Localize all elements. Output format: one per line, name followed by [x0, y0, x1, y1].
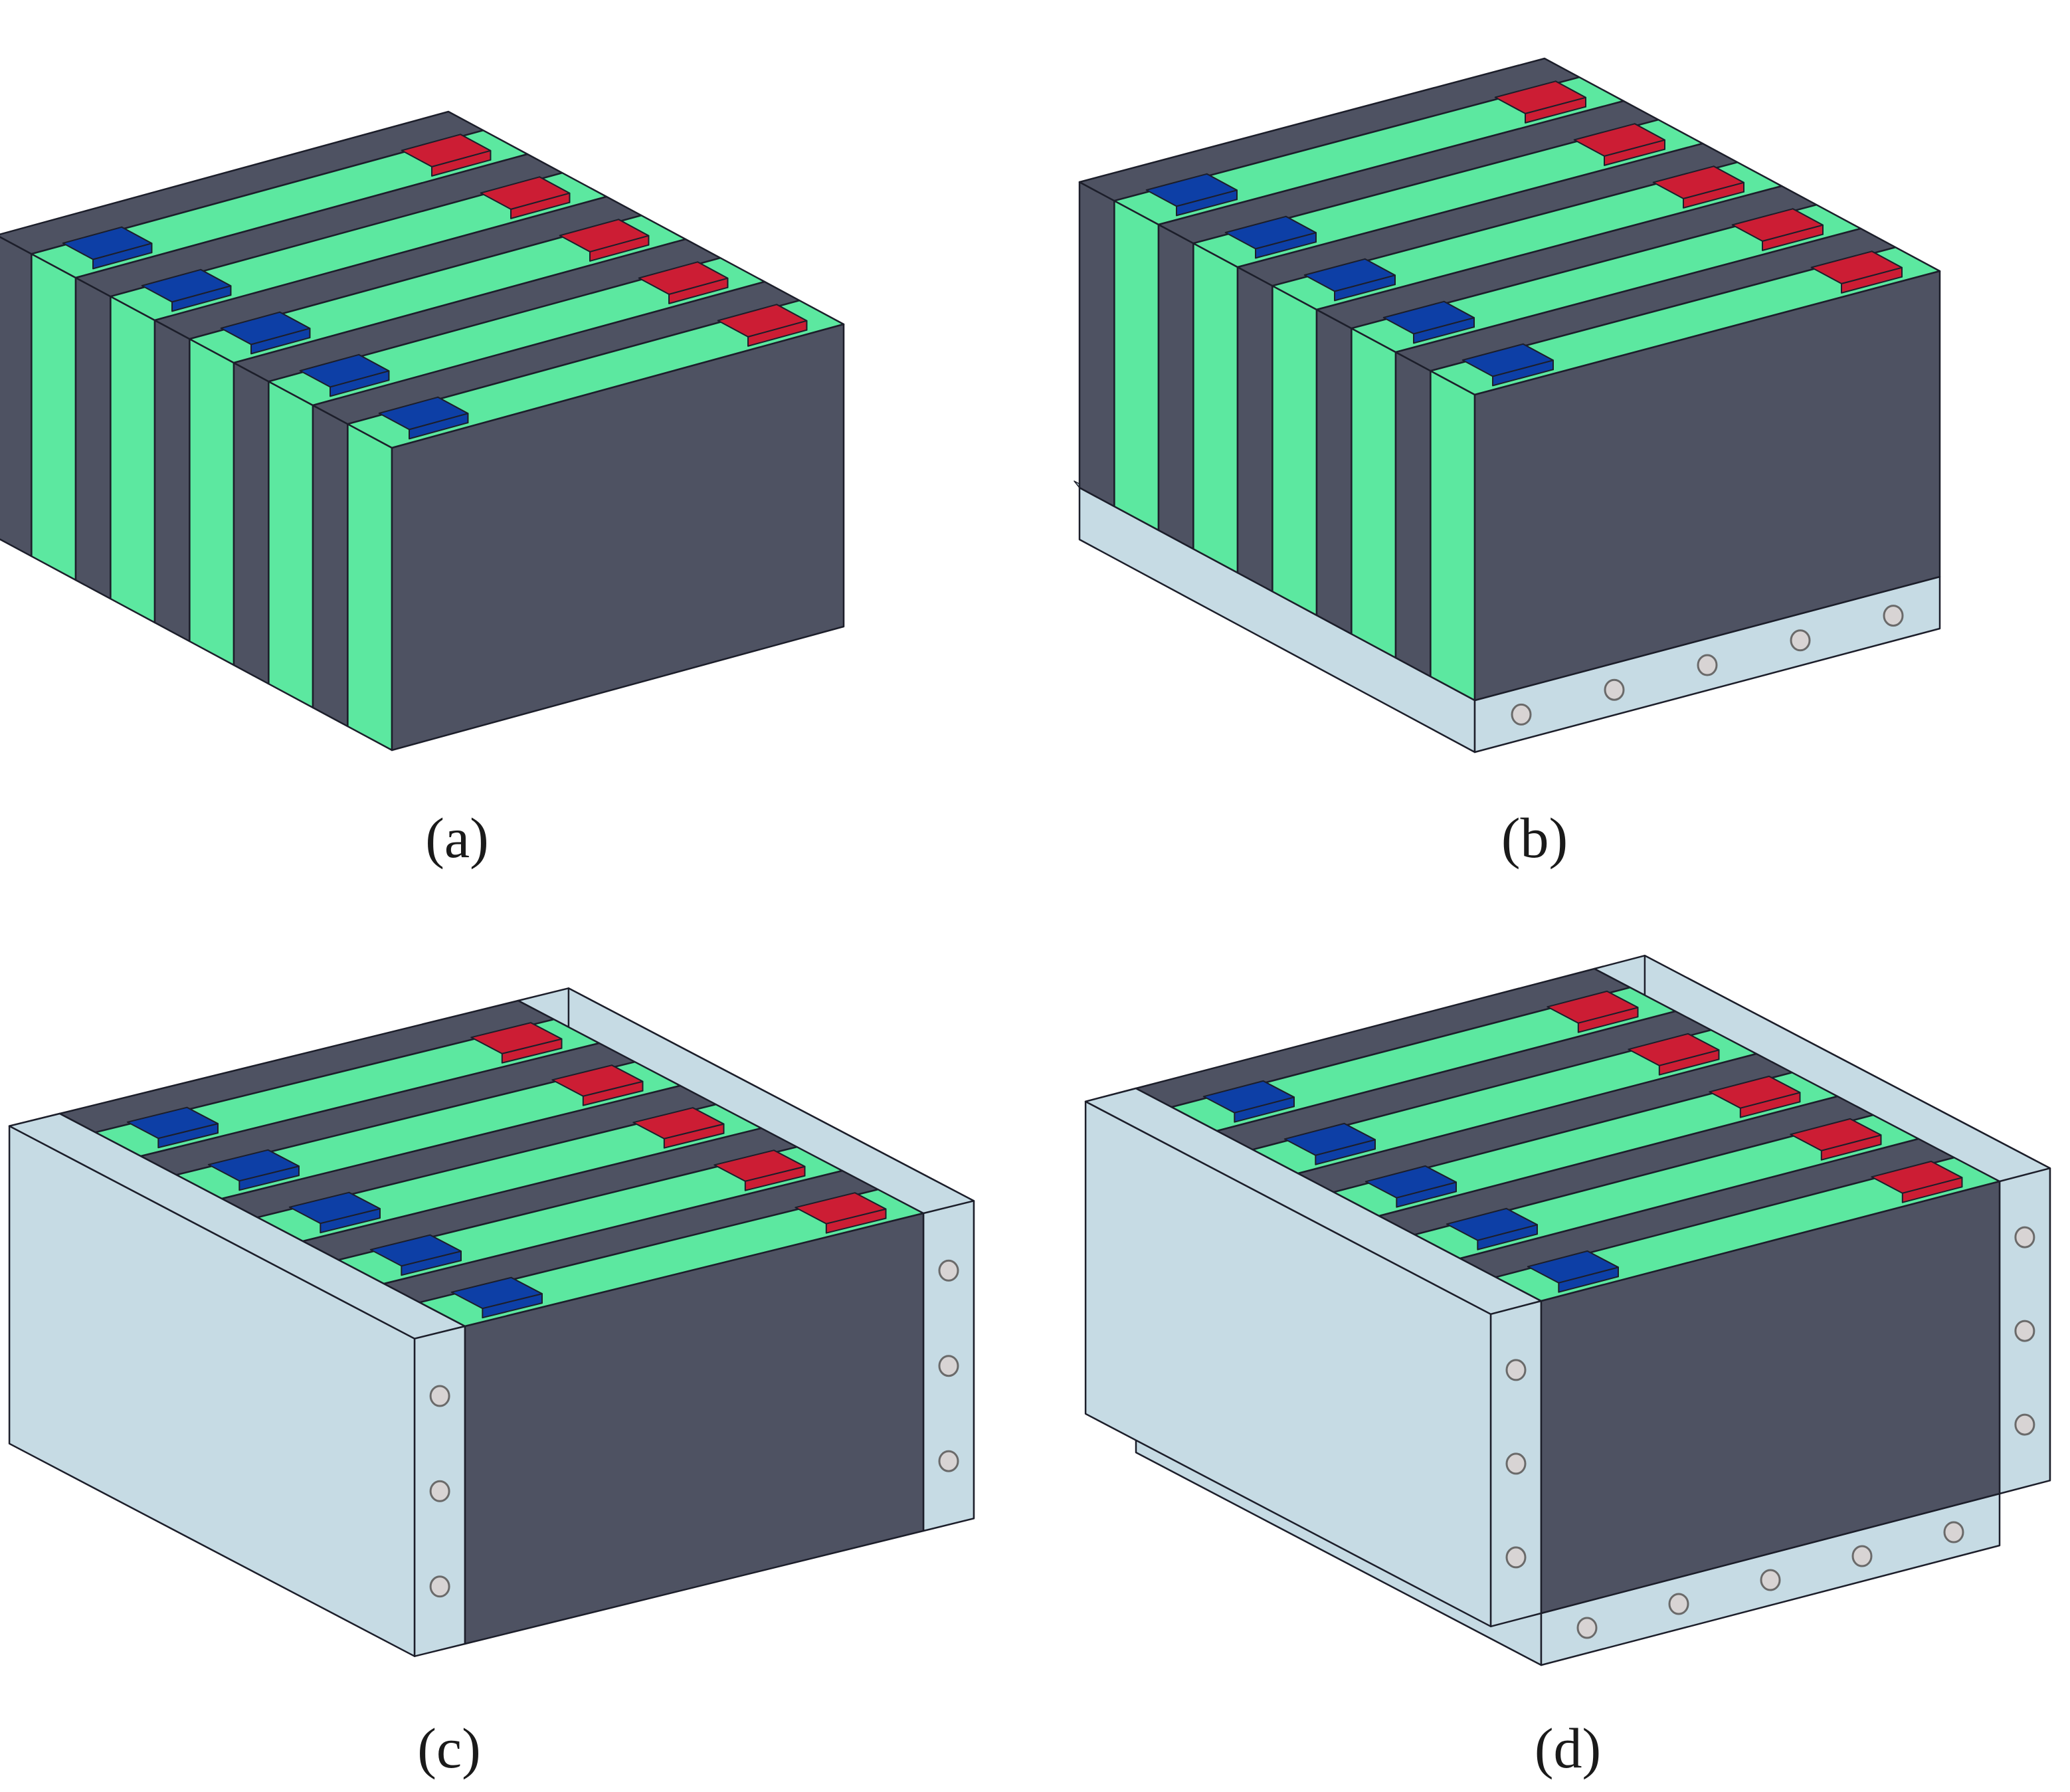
bolt-hole	[1604, 678, 1625, 701]
positive-terminal	[1709, 1075, 1801, 1109]
caption-d: (d)	[1535, 1716, 1601, 1780]
front-cell-face	[1540, 1180, 2001, 1615]
bolt-hole	[1668, 1593, 1689, 1615]
cell-gap-side	[74, 276, 112, 600]
negative-terminal	[1303, 258, 1396, 292]
positive-terminal	[1652, 165, 1744, 199]
bolt-hole	[429, 1385, 450, 1407]
negative-terminal	[1202, 1080, 1295, 1114]
bolt-hole	[2014, 1226, 2035, 1248]
negative-terminal	[207, 1149, 300, 1182]
caption-c: (c)	[417, 1716, 480, 1780]
cell-side	[189, 338, 235, 666]
bolt-hole	[1883, 605, 1904, 627]
positive-terminal	[713, 1149, 806, 1182]
positive-terminal	[632, 1107, 725, 1140]
negative-terminal	[1364, 1165, 1457, 1199]
negative-terminal	[450, 1276, 543, 1310]
cell-side	[110, 295, 156, 624]
negative-terminal	[1446, 1207, 1538, 1241]
cell-gap-side	[1236, 266, 1273, 593]
negative-terminal	[369, 1234, 462, 1267]
panel-b	[1074, 57, 1941, 753]
bolt-hole	[1505, 1359, 1527, 1381]
negative-terminal	[1145, 173, 1238, 207]
cell-side	[1113, 199, 1160, 532]
bolt-hole	[1505, 1546, 1527, 1569]
positive-terminal	[1810, 250, 1903, 284]
bolt-hole	[1760, 1569, 1781, 1591]
bolt-hole	[938, 1450, 959, 1472]
negative-terminal	[220, 311, 311, 346]
cell-gap-side	[312, 404, 349, 728]
cell-side	[31, 252, 77, 581]
front-cell-face	[391, 323, 845, 751]
front-cell-face	[1473, 270, 1941, 702]
negative-terminal	[1283, 1122, 1376, 1156]
positive-terminal	[1547, 990, 1639, 1024]
positive-terminal	[559, 219, 650, 252]
panel-c	[8, 987, 975, 1657]
bolt-hole	[1576, 1617, 1598, 1639]
positive-terminal	[401, 134, 492, 167]
caption-a: (a)	[425, 806, 488, 870]
positive-terminal	[1871, 1160, 1963, 1194]
bolt-hole	[429, 1575, 450, 1598]
negative-terminal	[1224, 215, 1317, 250]
positive-terminal	[1573, 123, 1665, 157]
negative-terminal	[378, 396, 469, 431]
positive-terminal	[470, 1022, 563, 1054]
bolt-hole	[1505, 1452, 1527, 1475]
cell-side	[268, 380, 314, 709]
positive-terminal	[1731, 208, 1824, 242]
bolt-hole	[1790, 629, 1811, 652]
cell-gap-side	[153, 319, 191, 643]
positive-terminal	[638, 261, 729, 295]
cell-side	[1271, 284, 1318, 617]
cell-gap-side	[1157, 223, 1194, 550]
positive-terminal	[551, 1064, 644, 1097]
positive-terminal	[1494, 80, 1586, 114]
negative-terminal	[1461, 343, 1554, 377]
panel-d	[1084, 954, 2051, 1666]
positive-terminal	[795, 1192, 887, 1225]
negative-terminal	[141, 268, 232, 303]
cell-side	[1430, 369, 1476, 702]
bolt-hole	[938, 1259, 959, 1282]
bolt-hole	[1697, 654, 1718, 676]
bolt-hole	[2014, 1320, 2035, 1342]
bolt-hole	[938, 1355, 959, 1377]
negative-terminal	[299, 353, 390, 388]
cell-side	[347, 423, 393, 751]
caption-b: (b)	[1501, 806, 1568, 870]
cell-gap-side	[1315, 308, 1353, 635]
cell-gap-side	[1078, 181, 1115, 508]
negative-terminal	[288, 1191, 381, 1225]
panel-a	[0, 110, 845, 751]
cell-gap-side	[0, 236, 33, 557]
positive-terminal	[1790, 1118, 1882, 1151]
positive-terminal	[480, 176, 571, 210]
cell-side	[1192, 242, 1239, 574]
bolt-hole	[1851, 1545, 1873, 1567]
bolt-hole	[1511, 703, 1532, 726]
positive-terminal	[717, 304, 808, 338]
bolt-hole	[429, 1480, 450, 1502]
bolt-hole	[1943, 1521, 1964, 1543]
positive-terminal	[1628, 1033, 1720, 1066]
negative-terminal	[1527, 1250, 1619, 1284]
front-cell-face	[464, 1212, 925, 1645]
cell-gap-side	[1394, 351, 1432, 678]
cell-gap-side	[233, 361, 270, 685]
cell-side	[1351, 327, 1397, 659]
negative-terminal	[126, 1106, 219, 1140]
negative-terminal	[1382, 300, 1475, 335]
bolt-hole	[2014, 1413, 2035, 1436]
negative-terminal	[62, 226, 153, 260]
